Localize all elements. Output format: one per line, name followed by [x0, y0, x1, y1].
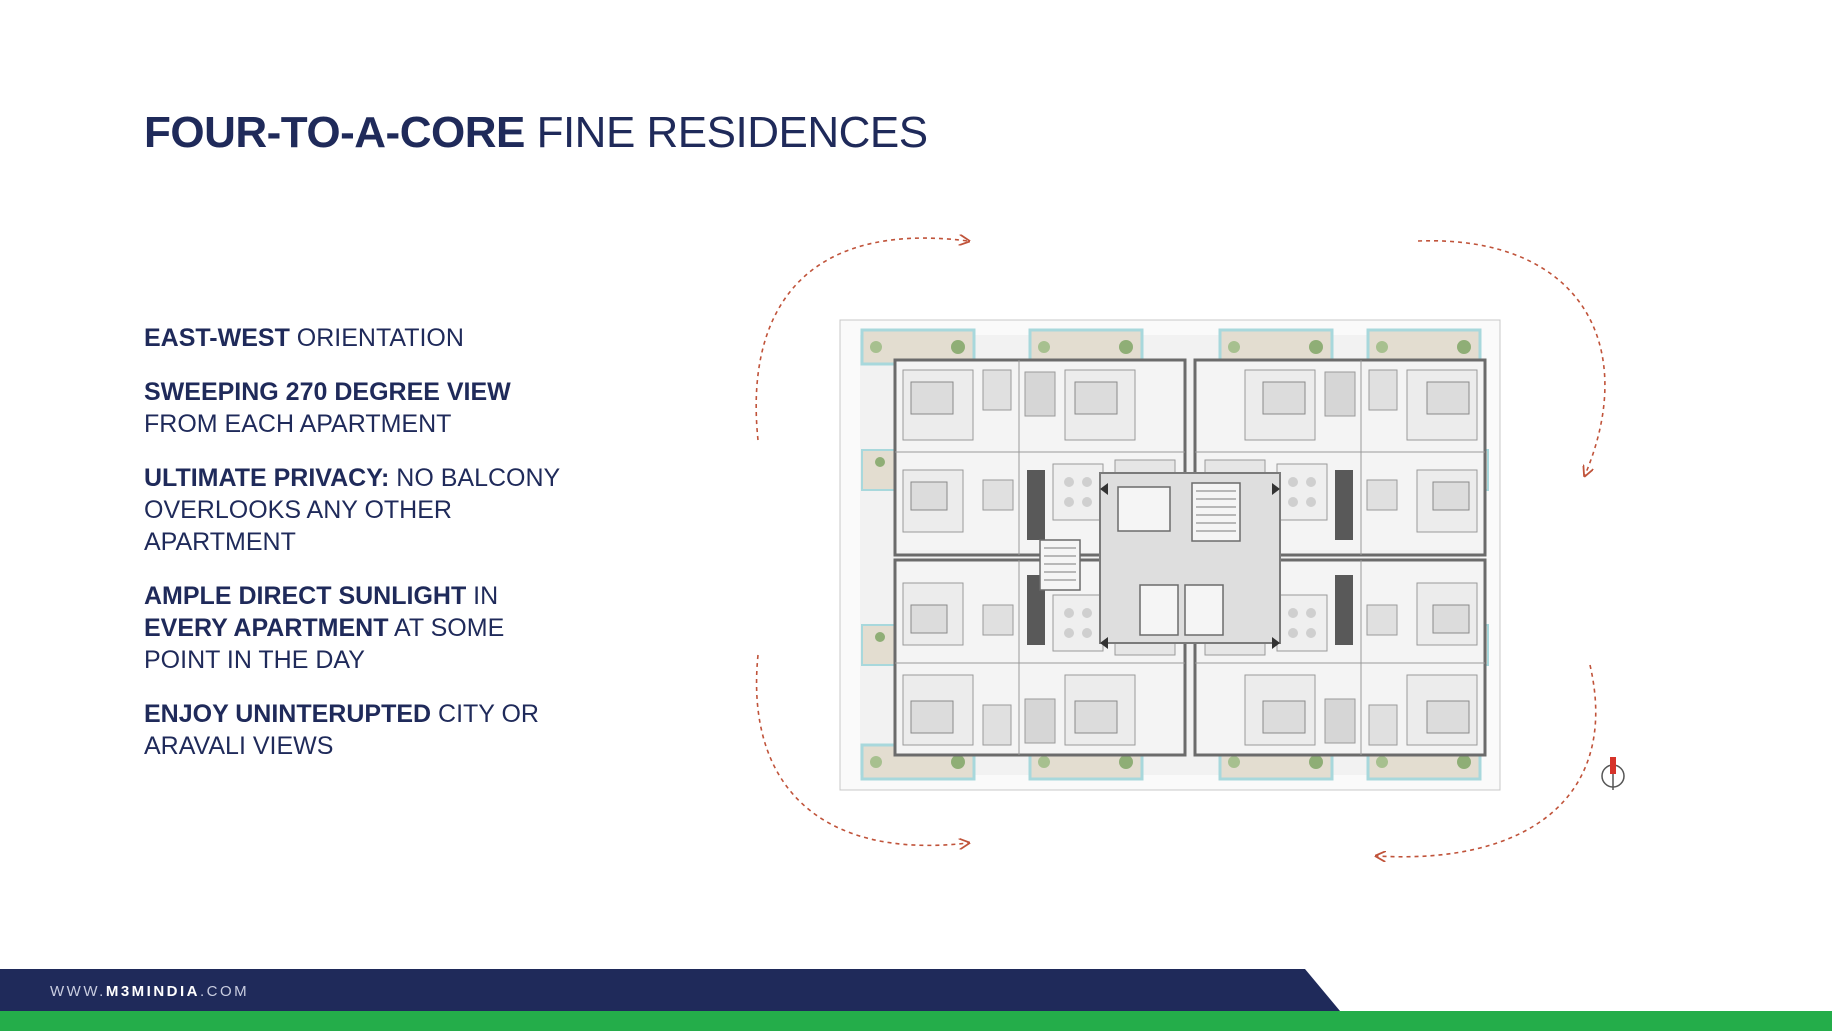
- feature-views: ENJOY UNINTERUPTED CITY OR ARAVALI VIEWS: [144, 698, 584, 762]
- footer-green-band: [0, 1011, 1832, 1031]
- feature-sunlight: AMPLE DIRECT SUNLIGHT IN EVERY APARTMENT…: [144, 580, 584, 676]
- footer-url-suffix: .COM: [200, 983, 250, 1000]
- feature-bold: ENJOY UNINTERUPTED: [144, 700, 432, 728]
- feature-text: FROM EACH APARTMENT: [144, 410, 452, 438]
- feature-bold: SWEEPING 270 DEGREE VIEW: [144, 378, 511, 406]
- feature-list: EAST-WEST ORIENTATION SWEEPING 270 DEGRE…: [144, 322, 584, 784]
- title-regular: FINE RESIDENCES: [536, 108, 929, 157]
- feature-text: CITY OR ARAVALI VIEWS: [144, 700, 539, 760]
- title-bold: FOUR-TO-A-CORE: [144, 108, 525, 157]
- central-core: [1039, 472, 1281, 649]
- feature-view: SWEEPING 270 DEGREE VIEW FROM EACH APART…: [144, 376, 584, 440]
- dashed-view-arrows: [755, 238, 1606, 857]
- feature-text: NO BALCONY OVERLOOKS ANY OTHER APARTMENT: [144, 464, 560, 556]
- north-compass-icon: [1601, 757, 1625, 790]
- footer-url-brand: M3MINDIA: [105, 983, 200, 1000]
- feature-bold: AMPLE DIRECT SUNLIGHT: [144, 582, 467, 610]
- footer-website-link[interactable]: WWW.M3MINDIA.COM: [50, 983, 249, 1000]
- feature-text: IN: [466, 582, 499, 610]
- feature-privacy: ULTIMATE PRIVACY: NO BALCONY OVERLOOKS A…: [144, 462, 584, 558]
- footer-url-prefix: WWW.: [50, 983, 106, 1000]
- feature-text: AT SOME POINT IN THE DAY: [144, 614, 505, 674]
- feature-text: ORIENTATION: [289, 324, 464, 352]
- feature-orientation: EAST-WEST ORIENTATION: [144, 322, 584, 354]
- footer-navy-band: [0, 969, 1340, 1011]
- page-title: FOUR-TO-A-CORE FINE RESIDENCES: [144, 108, 928, 158]
- feature-bold: ULTIMATE PRIVACY:: [144, 464, 390, 492]
- feature-bold: EVERY APARTMENT: [144, 614, 389, 642]
- floor-plan-drawing: [755, 225, 1606, 875]
- feature-bold: EAST-WEST: [144, 324, 290, 352]
- floor-plan: [740, 225, 1640, 875]
